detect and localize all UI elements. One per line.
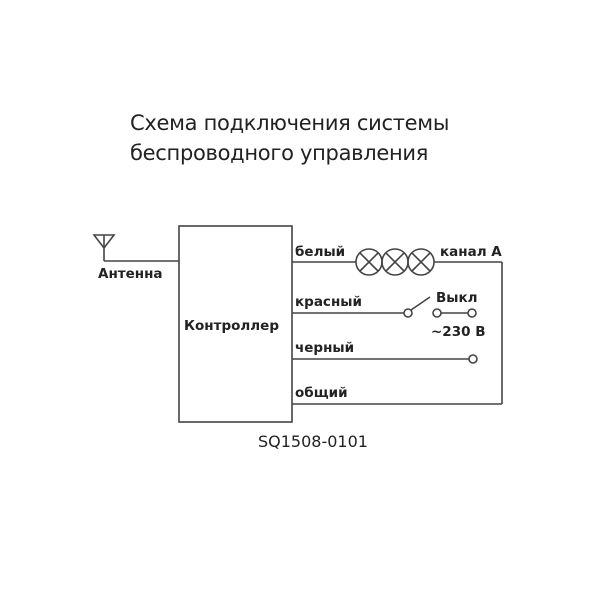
channel-label: канал А <box>440 244 502 260</box>
title-line-1: Схема подключения системы <box>130 111 450 135</box>
wire-label-white: белый <box>295 244 345 260</box>
controller-box <box>178 225 293 423</box>
lamp-icon <box>355 248 383 276</box>
wire-label-red: красный <box>295 294 362 310</box>
voltage-label: ~230 В <box>431 324 485 340</box>
controller-label: Контроллер <box>184 318 279 334</box>
title-line-2: беспроводного управления <box>130 141 429 165</box>
antenna-icon <box>92 234 179 262</box>
lamp-icon <box>381 248 409 276</box>
diagram-title: Схема подключения системы беспроводного … <box>130 108 449 168</box>
antenna-label: Антенна <box>98 266 163 282</box>
wire-label-black: черный <box>295 340 354 356</box>
wire-label-common: общий <box>295 385 348 401</box>
switch-icon <box>403 296 477 318</box>
model-code: SQ1508-0101 <box>258 432 368 451</box>
lamp-icon <box>407 248 435 276</box>
switch-label: Выкл <box>436 290 478 306</box>
